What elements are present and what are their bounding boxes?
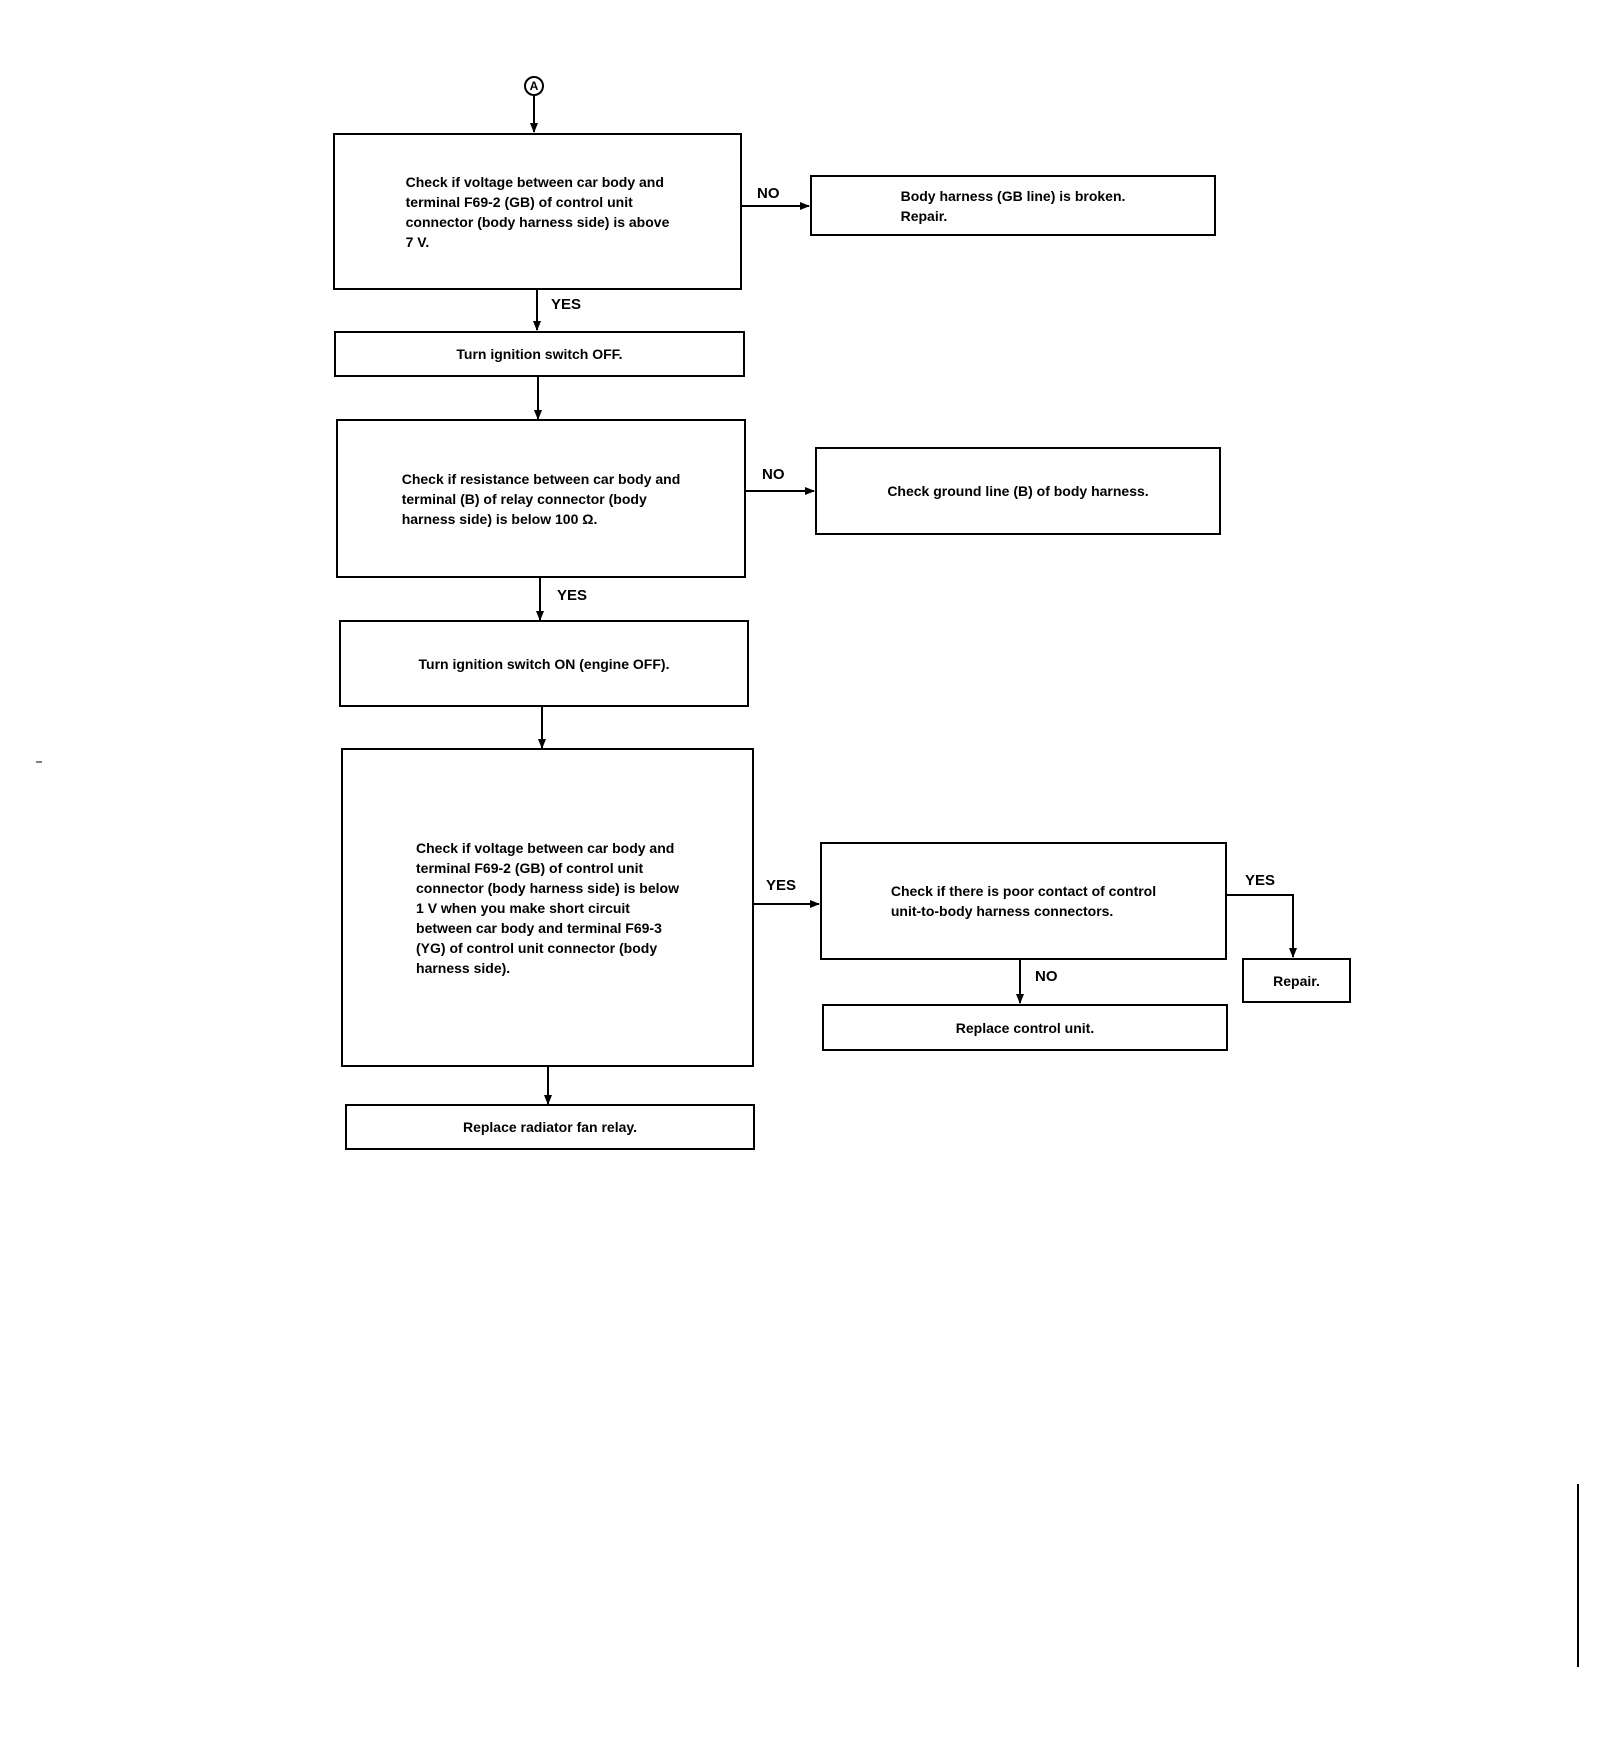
- check-poor-contact-text: Check if there is poor contact of contro…: [890, 883, 1157, 919]
- check-voltage-below-1v-text: Check if voltage between car body and te…: [416, 839, 679, 976]
- check-voltage-above-7v-box: Check if voltage between car body and te…: [333, 133, 742, 290]
- start-connector-a: A: [524, 76, 544, 96]
- check-ground-line-box: Check ground line (B) of body harness.: [815, 447, 1221, 535]
- branch-label-no-3: NO: [1035, 968, 1058, 985]
- replace-fan-relay-text: Replace radiator fan relay.: [462, 1119, 638, 1135]
- repair-box: Repair.: [1242, 958, 1351, 1003]
- branch-label-yes-1: YES: [551, 296, 582, 313]
- check-voltage-below-1v-box: Check if voltage between car body and te…: [341, 748, 754, 1067]
- repair-text: Repair.: [1273, 972, 1320, 989]
- check-resistance-text: Check if resistance between car body and…: [401, 470, 681, 527]
- arrow-yes-to-repair: [1226, 894, 1297, 958]
- branch-label-yes-2: YES: [557, 587, 588, 604]
- check-resistance-box: Check if resistance between car body and…: [336, 419, 746, 578]
- branch-label-yes-4: YES: [1245, 872, 1276, 889]
- replace-fan-relay-box: Replace radiator fan relay.: [345, 1104, 755, 1150]
- gb-line-broken-box: Body harness (GB line) is broken. Repair…: [810, 175, 1216, 236]
- ignition-on-box: Turn ignition switch ON (engine OFF).: [339, 620, 749, 707]
- replace-control-unit-box: Replace control unit.: [822, 1004, 1228, 1051]
- branch-label-yes-3: YES: [766, 877, 797, 894]
- ignition-on-text: Turn ignition switch ON (engine OFF).: [418, 655, 670, 672]
- branch-label-no-2: NO: [762, 466, 785, 483]
- ignition-off-box: Turn ignition switch OFF.: [334, 331, 745, 377]
- gb-line-broken-text: Body harness (GB line) is broken. Repair…: [900, 187, 1126, 224]
- start-connector-label: A: [529, 79, 539, 93]
- check-voltage-above-7v-text: Check if voltage between car body and te…: [405, 173, 670, 250]
- check-ground-line-text: Check ground line (B) of body harness.: [887, 483, 1149, 499]
- check-poor-contact-box: Check if there is poor contact of contro…: [820, 842, 1227, 960]
- ignition-off-text: Turn ignition switch OFF.: [456, 346, 623, 362]
- replace-control-unit-text: Replace control unit.: [955, 1019, 1095, 1036]
- branch-label-no-1: NO: [757, 185, 780, 202]
